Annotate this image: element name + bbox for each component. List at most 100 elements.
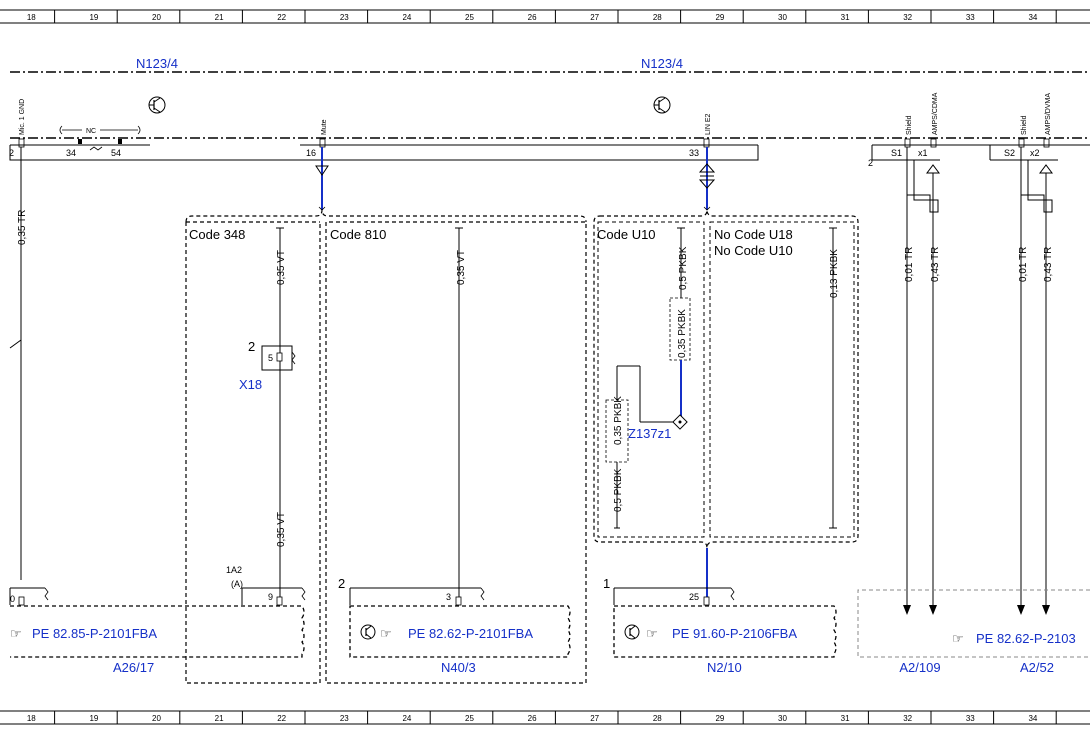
n40-label[interactable]: N40/3 bbox=[441, 660, 476, 675]
no-code-u18-label: No Code U18 bbox=[714, 227, 793, 242]
pin-name-lin: LIN E2 bbox=[705, 113, 712, 135]
n123-label-left[interactable]: N123/4 bbox=[136, 56, 178, 71]
ref-n40[interactable]: PE 82.62-P-2101FBA bbox=[408, 626, 533, 641]
pin-num-34: 34 bbox=[66, 148, 76, 158]
pin-name-amps-1: AMPS/CDMA bbox=[932, 92, 939, 135]
electronic-symbol-icon bbox=[360, 624, 376, 640]
pin-name-amps-2: AMPS/DVMA bbox=[1045, 93, 1052, 135]
a2-52-label[interactable]: A2/52 bbox=[1020, 660, 1054, 675]
ruler-number: 20 bbox=[152, 13, 161, 22]
code-u10-box: Code U10 No Code U18 No Code U10 bbox=[593, 209, 859, 549]
ruler-number: 32 bbox=[903, 714, 912, 723]
wire-label-035vt-b: 0,35 VT bbox=[276, 512, 287, 547]
ruler-number: 18 bbox=[27, 714, 36, 723]
ruler-number: 18 bbox=[27, 13, 36, 22]
component-a2-box: ☞ PE 82.62-P-2103 A2/109 A2/52 bbox=[857, 589, 1090, 675]
wire-035tr-left: 0,35 TR bbox=[9, 147, 28, 580]
code-348-label: Code 348 bbox=[189, 227, 245, 242]
ruler-number: 30 bbox=[778, 714, 787, 723]
wire-label-035pkbk-a: 0,35 PKBK bbox=[677, 309, 688, 358]
a1a2-label: 1A2 bbox=[226, 565, 242, 575]
x18-num: 2 bbox=[248, 339, 255, 354]
ruler-number: 32 bbox=[903, 13, 912, 22]
ruler-number: 31 bbox=[841, 714, 850, 723]
z137-label[interactable]: Z137z1 bbox=[628, 426, 671, 441]
pin-num-16: 16 bbox=[306, 148, 316, 158]
ruler-number: 33 bbox=[966, 714, 975, 723]
wire-label-013pkbk: 0,13 PKBK bbox=[829, 249, 840, 298]
ruler-number: 23 bbox=[340, 13, 349, 22]
n40-num: 2 bbox=[338, 576, 345, 591]
pin-9: 9 bbox=[268, 592, 273, 602]
pin-name-mic-gnd: Mic. 1 GND bbox=[19, 99, 26, 135]
pin-name-shield-2: Shield bbox=[1021, 115, 1028, 135]
wire-label-043tr-b: 0,43 TR bbox=[1043, 247, 1054, 282]
ruler-number: 21 bbox=[215, 714, 224, 723]
ruler-number: 33 bbox=[966, 13, 975, 22]
n123-label-right[interactable]: N123/4 bbox=[641, 56, 683, 71]
ruler-number: 34 bbox=[1028, 714, 1037, 723]
component-a26-box: 0 9 1A2 (A) ☞ PE 82.85-P-2101FBA A26/17 bbox=[9, 565, 306, 675]
nc-bracket: NC bbox=[59, 125, 141, 151]
x18-connector: 5 2 X18 bbox=[239, 339, 296, 392]
ruler-number: 21 bbox=[215, 13, 224, 22]
ruler-number: 34 bbox=[1028, 13, 1037, 22]
wire-label-035vt-c: 0,35 VT bbox=[456, 250, 467, 285]
ref-n2[interactable]: PE 91.60-P-2106FBA bbox=[672, 626, 797, 641]
x18-label[interactable]: X18 bbox=[239, 377, 262, 392]
wire-antenna-group-2: 0,01 TR 0,43 TR bbox=[1017, 147, 1054, 615]
wire-code348: 0,35 VT 0,35 VT bbox=[276, 227, 287, 600]
ref-a2[interactable]: PE 82.62-P-2103 bbox=[976, 631, 1076, 646]
pin-3: 3 bbox=[446, 592, 451, 602]
pin-x1: x1 bbox=[918, 148, 928, 158]
ruler-number: 29 bbox=[715, 714, 724, 723]
wire-antenna-group-1: 0,01 TR 0,43 TR bbox=[903, 147, 941, 615]
pin-num-2b: 2 bbox=[868, 158, 873, 168]
pin-25: 25 bbox=[689, 592, 699, 602]
pin-num-2: 2 bbox=[9, 148, 14, 158]
electronic-symbol-icon bbox=[624, 624, 640, 640]
ruler-number: 29 bbox=[715, 13, 724, 22]
wire-lin bbox=[698, 147, 716, 211]
wire-no-code: 0,13 PKBK bbox=[829, 227, 840, 529]
a-paren-label: (A) bbox=[231, 579, 243, 589]
pin-s2: S2 bbox=[1004, 148, 1015, 158]
pin-name-shield-1: Shield bbox=[906, 115, 913, 135]
n123-boundary: N123/4 N123/4 bbox=[10, 56, 1090, 139]
ruler-number: 22 bbox=[277, 714, 286, 723]
no-code-u10-label: No Code U10 bbox=[714, 243, 793, 258]
ruler-number: 24 bbox=[402, 13, 411, 22]
wire-label-035pkbk-b: 0,35 PKBK bbox=[613, 396, 624, 445]
ruler-number: 27 bbox=[590, 13, 599, 22]
x18-pin: 5 bbox=[268, 353, 273, 363]
ruler-number: 27 bbox=[590, 714, 599, 723]
a26-pin: 0 bbox=[10, 594, 15, 604]
nc-label: NC bbox=[86, 128, 96, 135]
code-348-810-box: Code 348 Code 810 bbox=[185, 209, 587, 684]
pe-icon: ☞ bbox=[646, 626, 658, 641]
ruler-number: 30 bbox=[778, 13, 787, 22]
ruler-number: 25 bbox=[465, 13, 474, 22]
code-u10-label: Code U10 bbox=[597, 227, 656, 242]
wire-label-05pkbk-b: 0,5 PKBK bbox=[613, 468, 624, 512]
a2-109-label[interactable]: A2/109 bbox=[899, 660, 940, 675]
n2-label[interactable]: N2/10 bbox=[707, 660, 742, 675]
ruler-number: 22 bbox=[277, 13, 286, 22]
ref-a26[interactable]: PE 82.85-P-2101FBA bbox=[32, 626, 157, 641]
a26-label[interactable]: A26/17 bbox=[113, 660, 154, 675]
wire-label-043tr-a: 0,43 TR bbox=[930, 247, 941, 282]
ruler-number: 23 bbox=[340, 714, 349, 723]
wire-label-035tr: 0,35 TR bbox=[17, 210, 28, 245]
wire-label-05pkbk-a: 0,5 PKBK bbox=[678, 246, 689, 290]
pin-num-33: 33 bbox=[689, 148, 699, 158]
wire-mute bbox=[315, 147, 329, 211]
ruler-number: 19 bbox=[89, 13, 98, 22]
n123-pin-strip bbox=[9, 144, 1090, 161]
n2-num: 1 bbox=[603, 576, 610, 591]
pe-icon: ☞ bbox=[952, 631, 964, 646]
ruler-number: 25 bbox=[465, 714, 474, 723]
wire-label-001tr-a: 0,01 TR bbox=[904, 247, 915, 282]
